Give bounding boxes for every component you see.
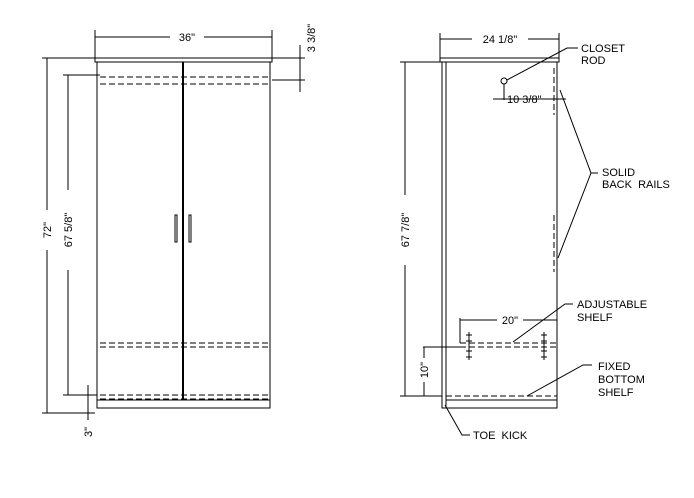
label-adjustable-shelf-1: ADJUSTABLE	[577, 299, 647, 311]
width-dim: 36"	[179, 32, 195, 44]
label-fixed-bottom-1: FIXED	[598, 361, 630, 373]
toe-kick-dim: 3"	[83, 427, 95, 437]
label-fixed-bottom-2: BOTTOM	[598, 374, 645, 386]
label-fixed-bottom-3: SHELF	[598, 387, 634, 399]
inner-height-dim: 67 5/8"	[63, 213, 75, 248]
shelf-pins-front	[466, 332, 472, 360]
shelf-depth-dim: 20"	[502, 315, 518, 327]
label-closet-rod-2: ROD	[581, 55, 606, 67]
rod-offset-dim: 10 3/8"	[507, 94, 542, 106]
front-top	[94, 57, 273, 63]
top-dim: 3 3/8"	[306, 24, 318, 52]
height-dim: 72"	[42, 222, 54, 238]
side-body	[441, 61, 558, 409]
label-toe-kick: TOE KICK	[473, 430, 528, 442]
label-back-rails-1: SOLID	[602, 167, 635, 179]
front-view: 36" 3 3/8" 72" 67 5/8" 3"	[42, 24, 318, 437]
label-closet-rod-1: CLOSET	[581, 43, 625, 55]
side-view: 24 1/8" 10 3/8" 67 7/8" 20" 10" CLOSET R…	[400, 33, 670, 442]
label-back-rails-2: BACK RAILS	[602, 179, 670, 191]
door-handle-left	[174, 214, 178, 243]
side-height-dim: 67 7/8"	[400, 213, 412, 248]
depth-dim: 24 1/8"	[483, 34, 518, 46]
shelf-gap-dim: 10"	[419, 362, 431, 378]
shelf-pins-back	[541, 332, 547, 360]
door-handle-right	[188, 214, 192, 243]
label-adjustable-shelf-2: SHELF	[577, 312, 613, 324]
closet-rod	[500, 77, 508, 85]
